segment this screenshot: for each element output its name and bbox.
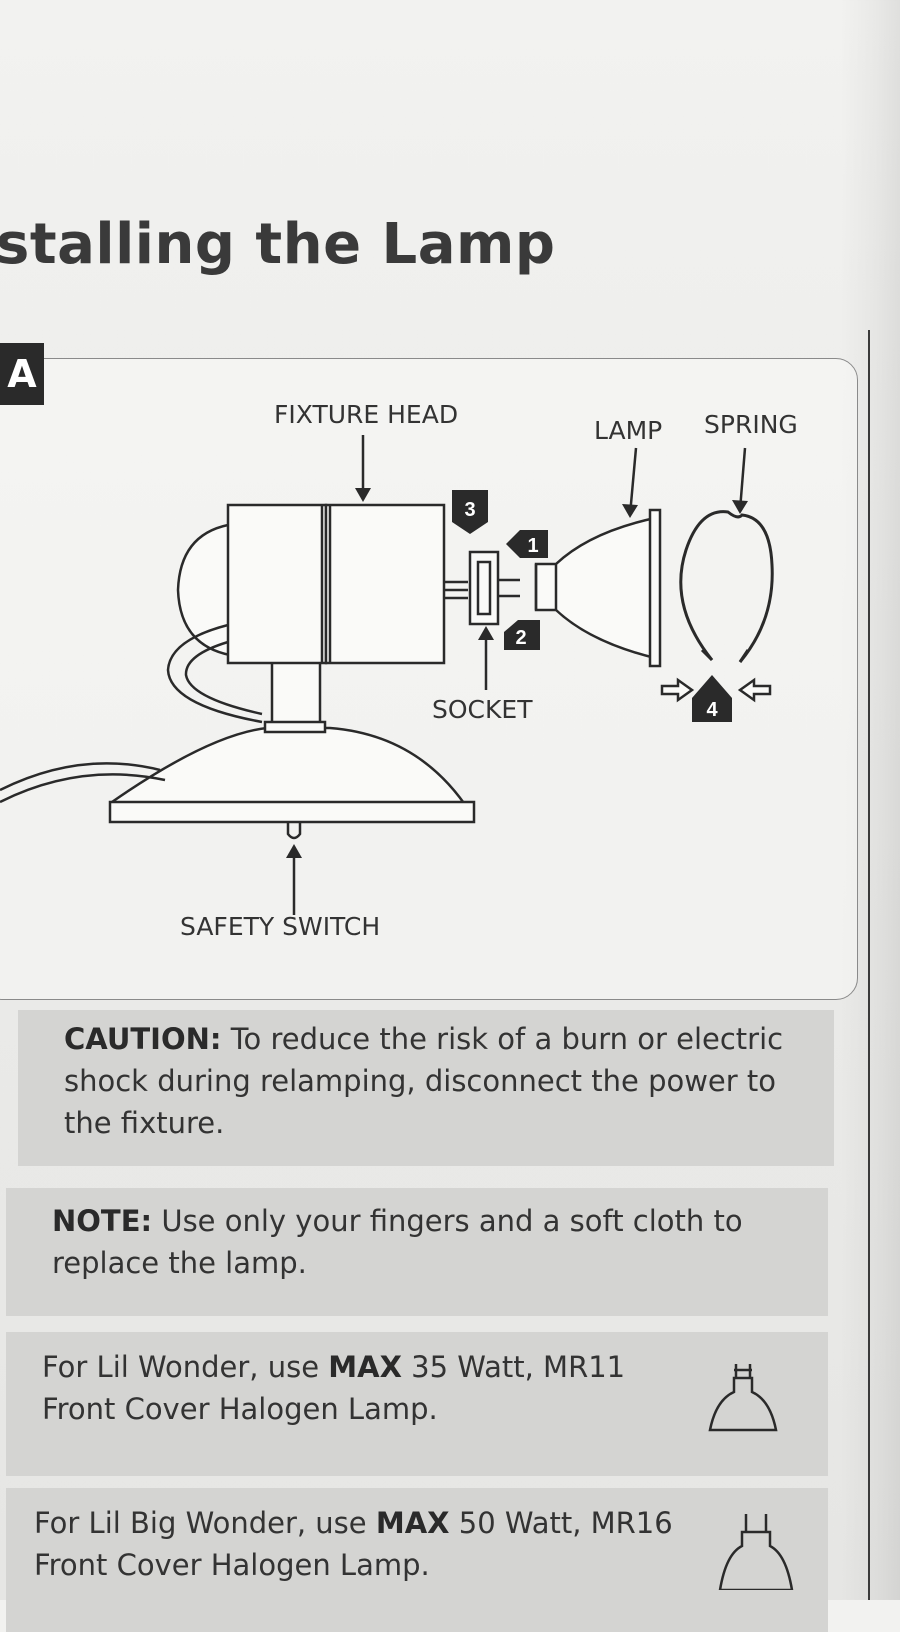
- lamp-spec-box-1: For Lil Wonder, use MAX 35 Watt, MR11 Fr…: [6, 1332, 828, 1476]
- spring-arrow: [738, 447, 747, 511]
- step-badge-2: [504, 620, 540, 650]
- power-cord: [166, 623, 263, 724]
- safety-switch: [286, 822, 302, 840]
- stem-collar: [263, 720, 327, 734]
- spec-1-text-a: For Lil Wonder, use: [42, 1350, 329, 1384]
- spec-2-text-b: 50 Watt, MR16: [449, 1506, 673, 1540]
- spec-1-text-c: Front Cover Halogen Lamp.: [42, 1392, 438, 1426]
- safety-switch-label: SAFETY SWITCH: [180, 912, 381, 941]
- note-box: NOTE: Use only your fingers and a soft c…: [6, 1188, 828, 1316]
- step-badge-3: [452, 490, 488, 534]
- paper-edge-line: [868, 330, 870, 1600]
- spec-1-text-b: 35 Watt, MR11: [401, 1350, 626, 1384]
- note-prefix: NOTE:: [52, 1204, 153, 1238]
- note-text-2: replace the lamp.: [52, 1246, 307, 1280]
- power-cord-lower: [0, 762, 161, 792]
- step-1-number: 1: [527, 535, 538, 557]
- spec-2-text-c: Front Cover Halogen Lamp.: [34, 1548, 430, 1582]
- push-arrow-left-icon: [660, 677, 695, 703]
- page-title: stalling the Lamp: [0, 212, 556, 277]
- spec-2-text-a: For Lil Big Wonder, use: [34, 1506, 376, 1540]
- caution-prefix: CAUTION:: [64, 1022, 222, 1056]
- caution-text-1: To reduce the risk of a burn or electric: [221, 1022, 784, 1056]
- step-2-number: 2: [515, 627, 526, 649]
- step-badge-1: [506, 530, 548, 558]
- panel-tag: A: [0, 343, 44, 405]
- mr16-lamp-icon: [718, 1514, 794, 1590]
- step-4-number: 4: [706, 699, 718, 721]
- fixture-head-label: FIXTURE HEAD: [274, 400, 459, 429]
- lamp-spec-box-2: For Lil Big Wonder, use MAX 50 Watt, MR1…: [6, 1488, 828, 1632]
- caution-text-3: the fixture.: [64, 1106, 225, 1140]
- note-text-1: Use only your fingers and a soft cloth t…: [152, 1204, 743, 1238]
- mr11-lamp-icon: [708, 1364, 778, 1432]
- push-arrow-right-icon: [737, 677, 772, 703]
- fixture-back-dome: [176, 523, 231, 657]
- step-badge-4: [692, 675, 732, 722]
- socket-label: SOCKET: [432, 695, 533, 724]
- step-3-number: 3: [464, 499, 475, 521]
- lamp-label: LAMP: [594, 416, 663, 445]
- fixture-head-front: [324, 503, 446, 665]
- lamp-bulb: [534, 516, 657, 660]
- spec-1-max: MAX: [328, 1350, 402, 1384]
- spring: [679, 510, 774, 663]
- lamp-arrow: [628, 447, 638, 516]
- caution-text-2: shock during relamping, disconnect the p…: [64, 1064, 777, 1098]
- lamp-installation-diagram: 3 1 2 4: [0, 435, 774, 915]
- fixture-base: [111, 726, 472, 813]
- socket-wires: [444, 580, 468, 600]
- spec-2-max: MAX: [375, 1506, 450, 1540]
- fixture-base-plate: [108, 800, 476, 824]
- spring-label: SPRING: [704, 410, 798, 439]
- fixture-head-rear: [226, 503, 328, 665]
- caution-box: CAUTION: To reduce the risk of a burn or…: [18, 1010, 834, 1166]
